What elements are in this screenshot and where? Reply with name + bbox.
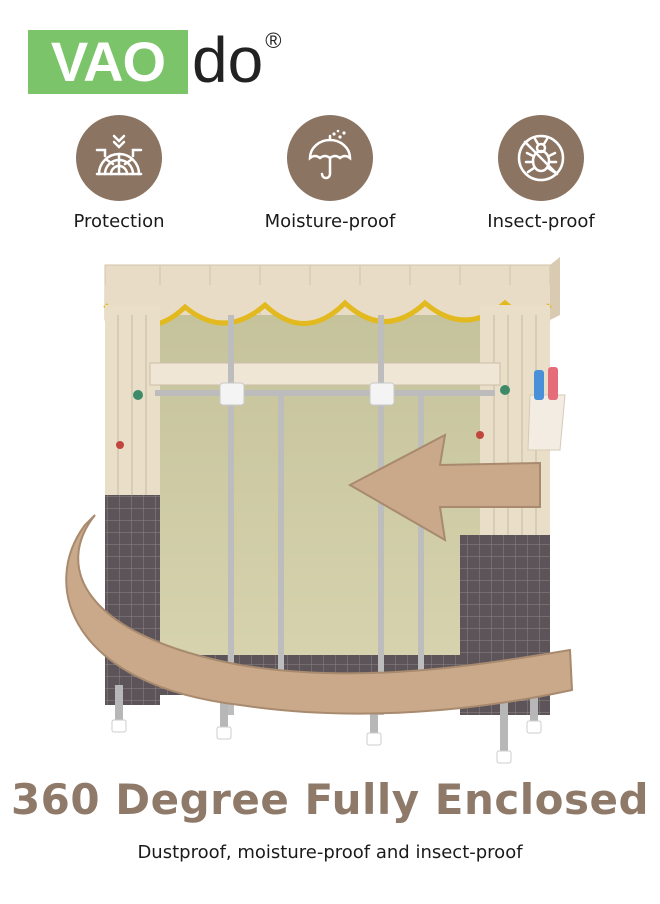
subline: Dustproof, moisture-proof and insect-pro… [137, 842, 523, 863]
brand-logo: VAO do ® [28, 24, 282, 96]
feature-insect-label: Insect-proof [487, 211, 595, 232]
logo-tail-text: do [192, 24, 264, 96]
feature-protection-label: Protection [73, 211, 165, 232]
feature-insect: Insect-proof [451, 115, 631, 232]
protection-icon [76, 115, 162, 201]
feature-protection: Protection [29, 115, 209, 232]
feature-row: Protection Moisture-proof [0, 115, 660, 235]
no-bug-icon [498, 115, 584, 201]
feature-moisture: Moisture-proof [240, 115, 420, 232]
logo-box-text: VAO [28, 30, 188, 94]
headline: 360 Degree Fully Enclosed [10, 775, 650, 824]
wardrobe-illustration [65, 257, 574, 764]
feature-moisture-label: Moisture-proof [264, 211, 396, 232]
registered-mark: ® [265, 28, 282, 53]
umbrella-icon [287, 115, 373, 201]
